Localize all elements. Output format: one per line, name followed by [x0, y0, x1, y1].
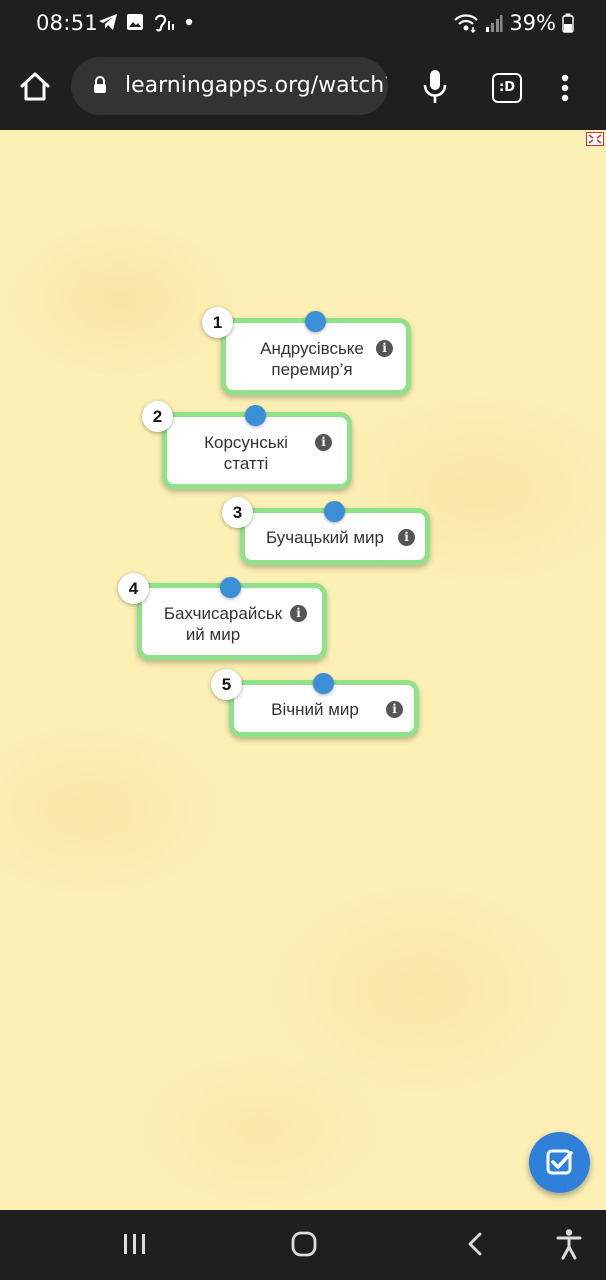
drag-handle[interactable] — [313, 673, 334, 694]
battery-icon — [562, 13, 574, 33]
accessibility-icon[interactable] — [555, 1228, 583, 1260]
drag-handle[interactable] — [305, 311, 326, 332]
number-badge: 2 — [142, 401, 173, 432]
back-icon[interactable] — [466, 1231, 484, 1257]
address-bar[interactable]: learningapps.org/watch? — [71, 57, 388, 115]
dot-icon — [185, 18, 193, 26]
tabs-button[interactable]: :D — [492, 73, 522, 103]
telegram-icon — [99, 14, 117, 30]
fullscreen-icon[interactable] — [586, 132, 604, 146]
order-card[interactable]: Андрусівське перемир’я i — [221, 318, 411, 395]
status-notification-icons — [98, 12, 194, 32]
card-label: Бахчисарайськ ий мир — [163, 604, 283, 644]
number-badge: 1 — [202, 307, 233, 338]
drag-handle[interactable] — [324, 501, 345, 522]
hearing-icon — [154, 14, 174, 32]
home-icon[interactable] — [18, 70, 52, 104]
more-vert-icon[interactable] — [555, 72, 575, 106]
card-label: Корсунські статті — [204, 433, 288, 473]
recent-apps-icon[interactable] — [122, 1232, 148, 1256]
status-time: 08:51 — [36, 11, 99, 35]
image-icon — [127, 14, 143, 30]
drag-handle[interactable] — [245, 405, 266, 426]
card-label: Бучацький мир — [266, 528, 384, 547]
browser-toolbar: learningapps.org/watch? :D — [0, 46, 606, 130]
status-bar: 08:51 39% — [0, 0, 606, 46]
info-icon[interactable]: i — [290, 605, 307, 622]
info-icon[interactable]: i — [398, 529, 415, 546]
number-badge: 5 — [211, 669, 242, 700]
drag-handle[interactable] — [220, 577, 241, 598]
battery-percent: 39% — [509, 11, 556, 35]
wifi-icon — [454, 14, 479, 33]
system-nav-bar — [0, 1210, 606, 1280]
home-circle-icon[interactable] — [291, 1231, 317, 1257]
number-badge: 4 — [118, 573, 149, 604]
card-label: Вічний мир — [271, 700, 359, 719]
signal-icon — [486, 15, 503, 32]
check-icon — [546, 1149, 573, 1175]
number-badge: 3 — [222, 497, 253, 528]
check-answer-button[interactable] — [529, 1132, 590, 1193]
info-icon[interactable]: i — [386, 701, 403, 718]
exercise-area: Андрусівське перемир’я i 1 Корсунські ст… — [0, 130, 606, 1210]
url-text[interactable]: learningapps.org/watch? — [125, 73, 388, 98]
lock-icon — [94, 76, 106, 93]
card-label: Андрусівське перемир’я — [260, 339, 364, 379]
info-icon[interactable]: i — [315, 434, 332, 451]
status-system-icons: 39% — [453, 11, 574, 35]
info-icon[interactable]: i — [376, 340, 393, 357]
mic-icon[interactable] — [420, 68, 450, 106]
